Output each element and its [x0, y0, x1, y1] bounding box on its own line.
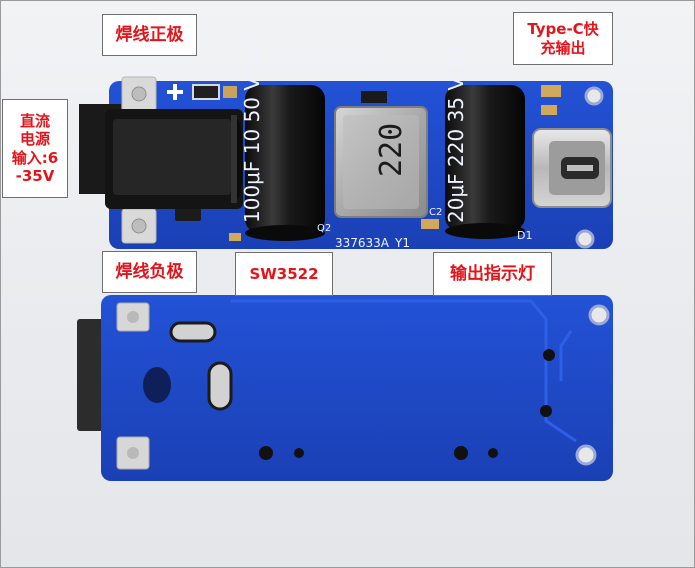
mount-hole — [575, 444, 597, 466]
trace — [231, 299, 577, 443]
inductor-220: 220 — [334, 106, 428, 218]
mount-hole — [588, 304, 610, 326]
slot-hole — [207, 361, 233, 411]
callout-chip: SW3522 — [235, 252, 333, 296]
callout-solder-negative: 焊线负极 — [102, 251, 197, 293]
bottom-board-pcb — [101, 295, 613, 481]
pad-hole — [131, 86, 147, 102]
slot-hole — [169, 321, 217, 343]
smd-part — [541, 105, 557, 115]
smd-diode — [192, 84, 220, 100]
callout-solder-positive: 焊线正极 — [102, 14, 197, 56]
smd-part — [541, 85, 561, 97]
via — [259, 446, 273, 460]
top-board: 100μF 10 50 V 50 220 20μF 220 35 V 35 — [79, 45, 613, 250]
mount-hole — [584, 86, 604, 106]
callout-output-led: 输出指示灯 — [433, 252, 552, 296]
via — [294, 448, 304, 458]
capacitor-right: 20μF 220 35 V 35 — [444, 45, 525, 239]
callout-typec-output: Type-C快 充输出 — [513, 12, 613, 65]
via — [488, 448, 498, 458]
pad-hole — [131, 218, 147, 234]
via — [540, 405, 552, 417]
smd-part — [361, 91, 387, 103]
silk-q2: Q2 — [317, 223, 331, 234]
via-large — [143, 367, 171, 403]
via — [454, 446, 468, 460]
inductor-text: 220 — [374, 123, 409, 177]
callout-dc-input: 直流 电源 输入:6 -35V — [2, 99, 68, 198]
silk-c2: C2 — [429, 207, 442, 218]
mount-hole — [575, 229, 595, 249]
silk-d1: D1 — [517, 229, 532, 242]
smd-part — [229, 233, 241, 241]
pad-hole — [127, 447, 139, 459]
plus-mark-v — [173, 84, 177, 100]
via — [543, 349, 555, 361]
usb-typec-port — [532, 128, 612, 208]
bottom-board — [77, 295, 613, 481]
pad-hole — [127, 311, 139, 323]
capacitor-left: 100μF 10 50 V 50 — [240, 45, 325, 241]
smd-part — [223, 86, 237, 98]
cap-right-text: 20μF 220 35 V 35 — [444, 45, 468, 223]
trace — [559, 330, 573, 381]
cap-left-text: 100μF 10 50 V 50 — [240, 45, 264, 223]
dc-barrel-jack — [79, 104, 243, 209]
smd-part — [421, 219, 439, 229]
board-serial: 337633A_Y1 — [335, 236, 410, 250]
